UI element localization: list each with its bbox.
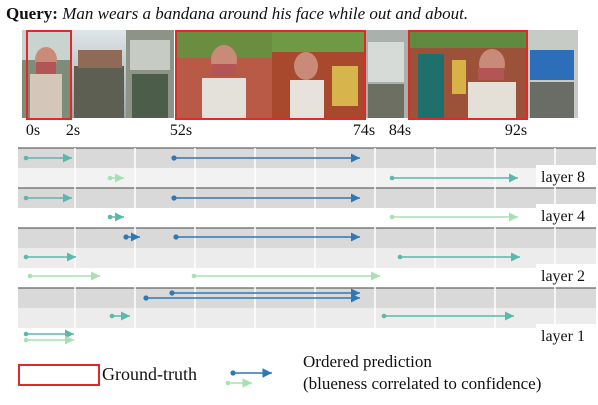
layer-label-4: layer 4 <box>541 208 585 225</box>
track-band <box>18 248 596 268</box>
video-frames-illustration <box>22 30 578 118</box>
label-backing <box>536 204 596 226</box>
track-band <box>18 208 596 228</box>
time-tick: 0s <box>25 122 41 139</box>
time-tick: 92s <box>504 122 528 139</box>
track-band <box>18 308 596 328</box>
prediction-start-dot <box>23 254 29 260</box>
track-band <box>18 328 596 346</box>
prediction-start-dot <box>109 313 115 319</box>
prediction-start-dot <box>389 175 395 181</box>
prediction-start-dot <box>173 234 179 240</box>
prediction-start-dot <box>143 295 149 301</box>
layer-8-predictions <box>23 153 518 183</box>
label-backing <box>536 264 596 286</box>
legend-prediction-arrows <box>225 368 272 388</box>
track-band <box>18 168 596 188</box>
prediction-start-dot <box>23 155 29 161</box>
time-tick: 52s <box>169 122 193 139</box>
prediction-start-dot <box>381 313 387 319</box>
layer-1-predictions <box>23 288 514 345</box>
prediction-start-dot <box>27 273 33 279</box>
time-tick: 84s <box>388 122 412 139</box>
prediction-start-dot <box>23 195 29 201</box>
ground-truth-box-1 <box>26 30 72 120</box>
query-line: Query: Man wears a bandana around his fa… <box>6 4 468 24</box>
track-band <box>18 228 596 248</box>
video-frame-strip <box>22 30 578 120</box>
prediction-start-dot <box>107 214 113 220</box>
time-tick: 2s <box>65 122 81 139</box>
legend-ground-truth-swatch <box>18 364 100 386</box>
time-tick: 74s <box>352 122 376 139</box>
prediction-start-dot <box>397 254 403 260</box>
prediction-start-dot <box>171 155 177 161</box>
prediction-start-dot <box>107 175 113 181</box>
layer-label-2: layer 2 <box>541 268 585 285</box>
prediction-start-dot <box>389 214 395 220</box>
track-band <box>18 268 596 288</box>
prediction-start-dot <box>169 290 175 296</box>
layer-label-1: layer 1 <box>541 328 585 345</box>
layer-4-predictions <box>23 193 518 222</box>
label-backing <box>536 165 596 187</box>
label-backing <box>536 324 596 346</box>
prediction-start-dot <box>171 195 177 201</box>
legend-prediction-note: (blueness correlated to confidence) <box>303 374 542 393</box>
layer-label-8: layer 8 <box>541 169 585 186</box>
layer-2-predictions <box>23 232 520 281</box>
query-label: Query: <box>6 4 58 23</box>
ground-truth-box-2 <box>175 30 366 120</box>
legend-prediction-label: Ordered prediction <box>303 352 432 371</box>
ground-truth-box-3 <box>408 30 528 120</box>
prediction-start-dot <box>23 337 29 343</box>
prediction-start-dot <box>123 234 129 240</box>
prediction-start-dot <box>191 273 197 279</box>
legend-ground-truth-label: Ground-truth <box>102 364 197 384</box>
query-text: Man wears a bandana around his face whil… <box>62 4 469 23</box>
prediction-start-dot <box>23 331 29 337</box>
